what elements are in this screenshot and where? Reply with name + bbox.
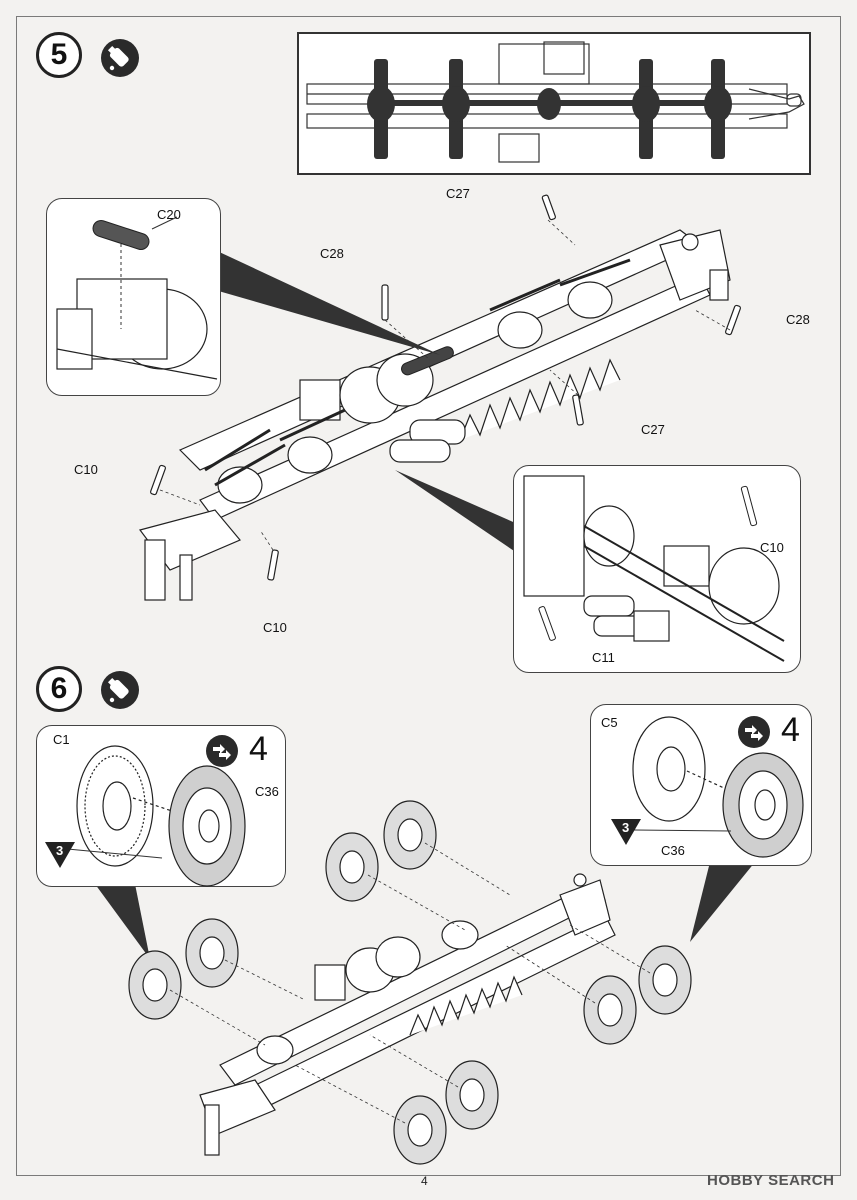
wheel-detail-callout-left: C1 C36 4 3 (36, 725, 286, 887)
detail-callout-c20: C20 (46, 198, 221, 396)
label-c1: C1 (53, 732, 70, 747)
triangle-mark-icon (611, 819, 641, 845)
step-5-badge: 5 (36, 32, 82, 78)
chassis-with-wheels-step6 (128, 800, 692, 1165)
triangle-mark-icon (45, 842, 75, 868)
label-c28-right: C28 (786, 312, 810, 327)
label-c20: C20 (157, 207, 181, 222)
chassis-top-view-reference (297, 32, 811, 175)
callout-pointer-c10 (395, 470, 520, 555)
label-c10-inset: C10 (760, 540, 784, 555)
callout-pointer-left-wheel (95, 884, 150, 959)
repeat-arrows-icon (738, 716, 770, 748)
c10-c11-detail-drawing (523, 475, 785, 662)
detail-callout-c10-c11: C10 C11 (513, 465, 801, 673)
glue-bottle-icon (101, 39, 139, 77)
label-c27-top: C27 (446, 186, 470, 201)
label-c36-right: C36 (661, 843, 685, 858)
callout-pointer-c20 (215, 250, 440, 355)
mark-number-left: 3 (56, 843, 64, 858)
callout-pointer-right-wheel (690, 862, 755, 942)
page-number: 4 (421, 1174, 428, 1188)
repeat-count-left: 4 (249, 730, 268, 768)
repeat-count-right: 4 (781, 711, 800, 749)
watermark: HOBBY SEARCH (707, 1172, 835, 1189)
right-wheel-drawing (630, 716, 804, 858)
label-c5: C5 (601, 715, 618, 730)
wheel-detail-callout-right: C5 C36 4 3 (590, 704, 812, 866)
label-c10-bottom: C10 (263, 620, 287, 635)
label-c36-left: C36 (255, 784, 279, 799)
label-c27-bottom: C27 (641, 422, 665, 437)
step-6-badge: 6 (36, 666, 82, 712)
step-5-number: 5 (50, 38, 68, 71)
left-wheel-drawing (56, 745, 246, 887)
chassis-assembly-step5 (138, 194, 741, 601)
label-c28-left: C28 (320, 246, 344, 261)
c20-detail-drawing (56, 216, 218, 380)
glue-bottle-icon (101, 671, 139, 709)
label-c10-left: C10 (74, 462, 98, 477)
mark-number-right: 3 (622, 820, 630, 835)
repeat-arrows-icon (206, 735, 238, 767)
chassis-top-view-drawing (306, 41, 805, 163)
label-c11-inset: C11 (592, 650, 615, 665)
page-frame (16, 16, 841, 1176)
step-6-number: 6 (50, 672, 68, 705)
